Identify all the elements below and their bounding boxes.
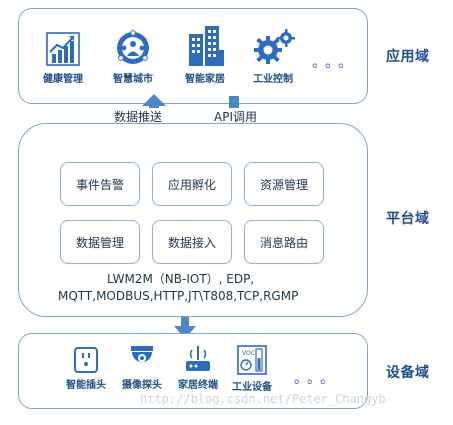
- device-item-camera: 摄像探头: [112, 344, 172, 391]
- module-data-management: 数据管理: [60, 220, 140, 264]
- application-domain-label: 应用域: [386, 49, 430, 65]
- app-label: 智慧城市: [113, 74, 153, 85]
- health-chart-icon: [46, 32, 80, 66]
- camera-probe-icon: [131, 346, 153, 362]
- watermark: http://blog.csdn.net/Peter_Changyb: [140, 392, 386, 406]
- protocol-line-2: MQTT,MODBUS,HTTP,JT\T808,TCP,RGMP: [58, 289, 299, 303]
- device-domain-label: 设备域: [386, 365, 430, 381]
- module-data-access: 数据接入: [152, 220, 232, 264]
- protocol-line-1: LWM2M（NB-IOT）, EDP,: [107, 272, 255, 286]
- smart-city-icon: [117, 30, 149, 64]
- module-app-incubation: 应用孵化: [152, 162, 232, 206]
- smart-plug-icon: [74, 347, 98, 373]
- app-label: 工业控制: [253, 74, 293, 85]
- data-push-label: 数据推送: [112, 108, 165, 125]
- device-label: 摄像探头: [122, 380, 162, 391]
- app-item-industrial: 工业控制: [238, 28, 308, 85]
- app-label: 健康管理: [43, 74, 83, 85]
- device-item-home-terminal: 家居终端: [168, 344, 228, 391]
- device-item-industrial: VOC 工业设备: [222, 344, 282, 393]
- app-item-smart-home: 智能家居: [170, 24, 240, 85]
- device-label: 工业设备: [232, 382, 272, 393]
- app-more-dots: 。。。: [312, 55, 358, 71]
- device-label: 家居终端: [178, 380, 218, 391]
- smart-home-icon: [189, 26, 224, 66]
- device-label: 智能插头: [66, 380, 106, 391]
- api-call-label: API调用: [212, 108, 259, 125]
- app-label: 智能家居: [185, 74, 225, 85]
- platform-domain-label: 平台域: [386, 211, 430, 227]
- device-more-dots: 。。。: [294, 371, 340, 387]
- home-terminal-icon: [186, 346, 210, 371]
- device-item-smart-plug: 智能插头: [56, 346, 116, 391]
- industrial-device-icon: VOC: [237, 345, 267, 375]
- module-message-routing: 消息路由: [244, 220, 324, 264]
- svg-text:VOC: VOC: [242, 350, 255, 357]
- module-resource-management: 资源管理: [244, 162, 324, 206]
- module-event-alarm: 事件告警: [60, 162, 140, 206]
- app-item-smart-city: 智慧城市: [98, 28, 168, 85]
- app-item-health: 健康管理: [28, 30, 98, 85]
- industrial-gears-icon: [254, 29, 295, 64]
